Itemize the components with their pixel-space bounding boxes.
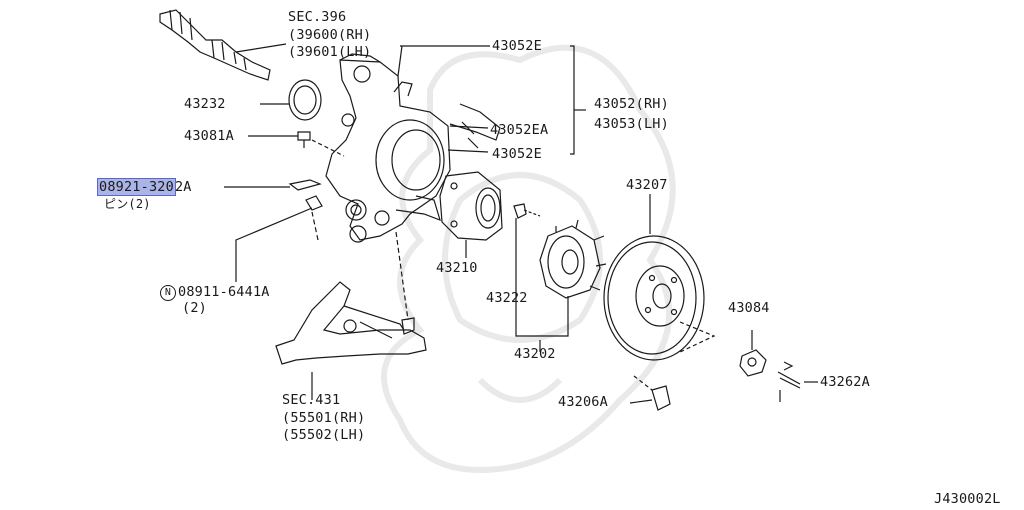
label-43053-lh[interactable]: 43053(LH) bbox=[594, 116, 669, 132]
label-sec396-title: SEC.396 bbox=[288, 9, 347, 25]
label-43232[interactable]: 43232 bbox=[184, 96, 226, 112]
label-43210[interactable]: 43210 bbox=[436, 260, 478, 276]
label-43052E-bottom[interactable]: 43052E bbox=[492, 146, 542, 162]
label-43202[interactable]: 43202 bbox=[514, 346, 556, 362]
part-number-suffix: 2A bbox=[174, 179, 192, 195]
diagram-code: J430002L bbox=[934, 491, 1001, 507]
label-sec431-lh: (55502(LH) bbox=[282, 427, 366, 443]
label-43081A[interactable]: 43081A bbox=[184, 128, 234, 144]
label-08921-3202A[interactable]: 08921-3202A bbox=[97, 178, 192, 196]
lower-arm bbox=[275, 281, 427, 400]
brake-rotor-43207 bbox=[603, 194, 716, 361]
label-08921-sub: ピン(2) bbox=[104, 197, 151, 211]
part-number-08911: 08911-6441A bbox=[178, 284, 270, 300]
label-sec431-rh: (55501(RH) bbox=[282, 410, 366, 426]
steering-knuckle bbox=[325, 53, 501, 243]
label-43206A[interactable]: 43206A bbox=[558, 394, 608, 410]
group-bracket-43052 bbox=[397, 45, 586, 155]
hub-assembly-43202 bbox=[513, 203, 607, 352]
label-sec396-lh: (39601(LH) bbox=[288, 44, 372, 60]
circled-n-marker: N bbox=[160, 285, 176, 301]
highlighted-part-number: 08921-320 bbox=[97, 178, 176, 196]
cotter-pin-43262A bbox=[777, 361, 818, 402]
hub-cap-43206A bbox=[629, 375, 671, 411]
label-43084[interactable]: 43084 bbox=[728, 300, 770, 316]
label-sec431-title: SEC.431 bbox=[282, 392, 341, 408]
hub-housing-43210 bbox=[439, 171, 503, 258]
label-sec396-rh: (39600(RH) bbox=[288, 27, 372, 43]
balljoint-dashed-line bbox=[395, 231, 409, 321]
label-08911-qty: (2) bbox=[182, 300, 207, 316]
drive-shaft bbox=[159, 9, 287, 81]
label-43052EA[interactable]: 43052EA bbox=[490, 122, 549, 138]
label-43222[interactable]: 43222 bbox=[486, 290, 528, 306]
nut-43084 bbox=[739, 330, 767, 377]
label-43262A[interactable]: 43262A bbox=[820, 374, 870, 390]
cotter-pin-08921 bbox=[224, 179, 323, 211]
watermark-emblem bbox=[381, 44, 676, 474]
seal-43232 bbox=[260, 79, 322, 121]
leader-08911 bbox=[235, 207, 313, 282]
label-43207[interactable]: 43207 bbox=[626, 177, 668, 193]
label-43052E-top[interactable]: 43052E bbox=[492, 38, 542, 54]
bolt-43081A bbox=[248, 131, 345, 157]
label-43052-rh[interactable]: 43052(RH) bbox=[594, 96, 669, 112]
